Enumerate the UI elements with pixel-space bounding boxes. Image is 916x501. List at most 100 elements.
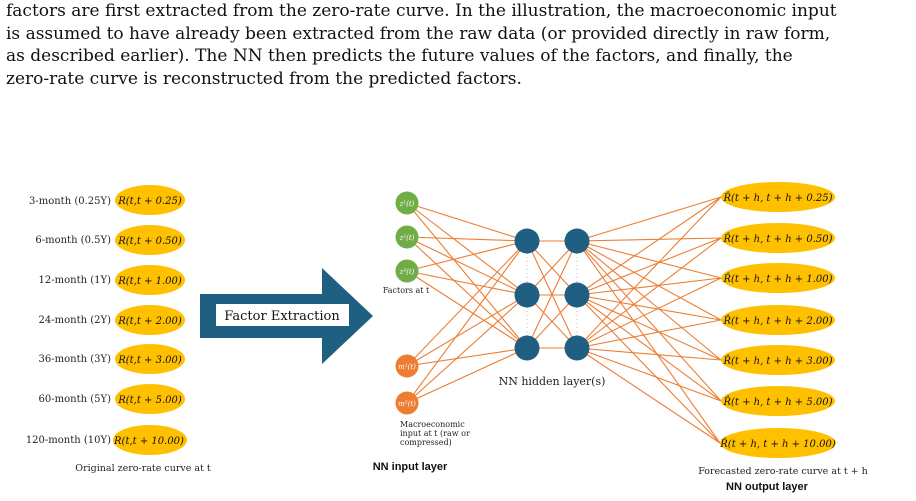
network-edge: [526, 240, 578, 349]
maturity-label: 24-month (2Y): [39, 315, 112, 326]
rate-label: R(t,t + 2.00): [117, 316, 182, 327]
network-edge: [576, 240, 721, 444]
factor-node-label: z¹(t): [399, 200, 415, 208]
rate-oval: [115, 344, 185, 374]
paragraph-line: factors are first extracted from the zer…: [6, 1, 837, 21]
macro-node-label: m²(t): [398, 400, 416, 408]
forecast-caption: Forecasted zero-rate curve at t + h: [698, 466, 868, 477]
hidden-node: [564, 228, 590, 254]
network-edge: [406, 236, 528, 296]
macro-caption-line: input at t (raw or: [400, 429, 470, 438]
network-edge: [406, 240, 528, 367]
network-edge: [576, 237, 722, 296]
network-edge: [576, 240, 722, 321]
network-edge: [406, 236, 528, 349]
factor-node: [395, 191, 419, 215]
rate-oval: [115, 305, 185, 335]
factor-node-label: z²(t): [399, 234, 415, 242]
hidden-node: [514, 228, 540, 254]
original-curve-column: 3-month (0.25Y) 6-month (0.5Y) 12-month …: [26, 185, 211, 474]
input-layer-title: NN input layer: [373, 461, 448, 473]
forecast-label: R̂(t + h, t + h + 2.00): [722, 315, 832, 327]
macro-caption-line: compressed): [400, 438, 452, 447]
hidden-layers: NN hidden layer(s): [499, 228, 606, 388]
network-edge: [576, 240, 722, 279]
rate-label: R(t,t + 0.50): [117, 236, 182, 247]
rate-label: R(t,t + 3.00): [117, 355, 182, 366]
maturity-label: 36-month (3Y): [39, 354, 112, 365]
rate-label: R(t,t + 1.00): [117, 276, 182, 287]
hidden-node: [564, 282, 590, 308]
forecast-label: R̂(t + h, t + h + 10.00): [719, 438, 836, 450]
input-layer: z¹(t) z²(t) z³(t) Factors at t m¹(t) m²(…: [373, 191, 470, 473]
rate-oval: [115, 225, 185, 255]
macro-caption-line: Macroeconomic: [400, 420, 465, 429]
factor-node: [395, 259, 419, 283]
forecast-label: R̂(t + h, t + h + 0.25): [722, 192, 832, 204]
hidden-layer-label: NN hidden layer(s): [499, 375, 606, 388]
network-edge: [406, 202, 528, 296]
network-edge: [576, 294, 722, 402]
network-edge: [406, 270, 528, 349]
body-paragraph: factors are first extracted from the zer…: [6, 0, 912, 90]
network-edge: [576, 347, 721, 444]
network-edge: [406, 347, 528, 404]
hidden-node: [514, 335, 540, 361]
network-edge: [406, 202, 528, 242]
output-layer-title: NN output layer: [726, 481, 809, 493]
factor-node-label: z³(t): [399, 268, 415, 276]
forecast-oval: [721, 305, 835, 335]
maturity-label: 12-month (1Y): [39, 275, 112, 286]
network-edge: [576, 196, 722, 349]
paragraph-line: as described earlier). The NN then predi…: [6, 46, 793, 66]
forecast-oval: [721, 386, 835, 416]
network-edges: [406, 196, 722, 444]
rate-oval: [113, 425, 187, 455]
original-curve-caption: Original zero-rate curve at t: [75, 463, 211, 474]
network-edge: [576, 347, 722, 361]
network-edge: [406, 202, 528, 349]
factors-caption: Factors at t: [383, 286, 430, 295]
macro-node: [395, 391, 419, 415]
paragraph-line: zero-rate curve is reconstructed from th…: [6, 68, 522, 89]
maturity-label: 6-month (0.5Y): [35, 235, 111, 246]
network-edge: [406, 294, 528, 404]
network-edge: [406, 294, 528, 367]
rate-oval: [115, 185, 185, 215]
factor-extraction-arrow: Factor Extraction: [200, 268, 373, 364]
macro-node: [395, 354, 419, 378]
network-edge: [406, 240, 528, 404]
forecast-oval: [721, 345, 835, 375]
network-edge: [576, 277, 722, 296]
forecast-label: R̂(t + h, t + h + 5.00): [722, 396, 832, 408]
forecast-oval: [720, 428, 836, 458]
network-edge: [576, 196, 722, 242]
forecast-oval: [721, 182, 835, 212]
output-layer: R̂(t + h, t + h + 0.25) R̂(t + h, t + h …: [698, 182, 868, 493]
rate-label: R(t,t + 5.00): [117, 395, 182, 406]
network-edge: [576, 237, 722, 349]
network-edge: [576, 294, 722, 321]
forecast-label: R̂(t + h, t + h + 0.50): [722, 233, 832, 245]
network-edge: [576, 294, 721, 444]
network-edge: [576, 294, 722, 361]
rate-oval: [115, 265, 185, 295]
rate-label: R(t,t + 0.25): [117, 196, 182, 207]
rate-oval: [115, 384, 185, 414]
forecast-oval: [721, 263, 835, 293]
network-edge: [576, 237, 722, 242]
factor-node: [395, 225, 419, 249]
network-edge: [576, 319, 722, 349]
maturity-label: 120-month (10Y): [26, 435, 111, 446]
rate-label: R(t,t + 10.00): [113, 436, 184, 447]
hidden-node: [514, 282, 540, 308]
hidden-node: [564, 335, 590, 361]
paragraph-line: is assumed to have already been extracte…: [6, 23, 831, 44]
network-edge: [576, 240, 722, 361]
network-edge: [406, 270, 528, 296]
macro-node-label: m¹(t): [398, 363, 416, 371]
network-edge: [406, 236, 528, 242]
maturity-label: 3-month (0.25Y): [29, 196, 111, 207]
maturity-label: 60-month (5Y): [39, 394, 112, 405]
